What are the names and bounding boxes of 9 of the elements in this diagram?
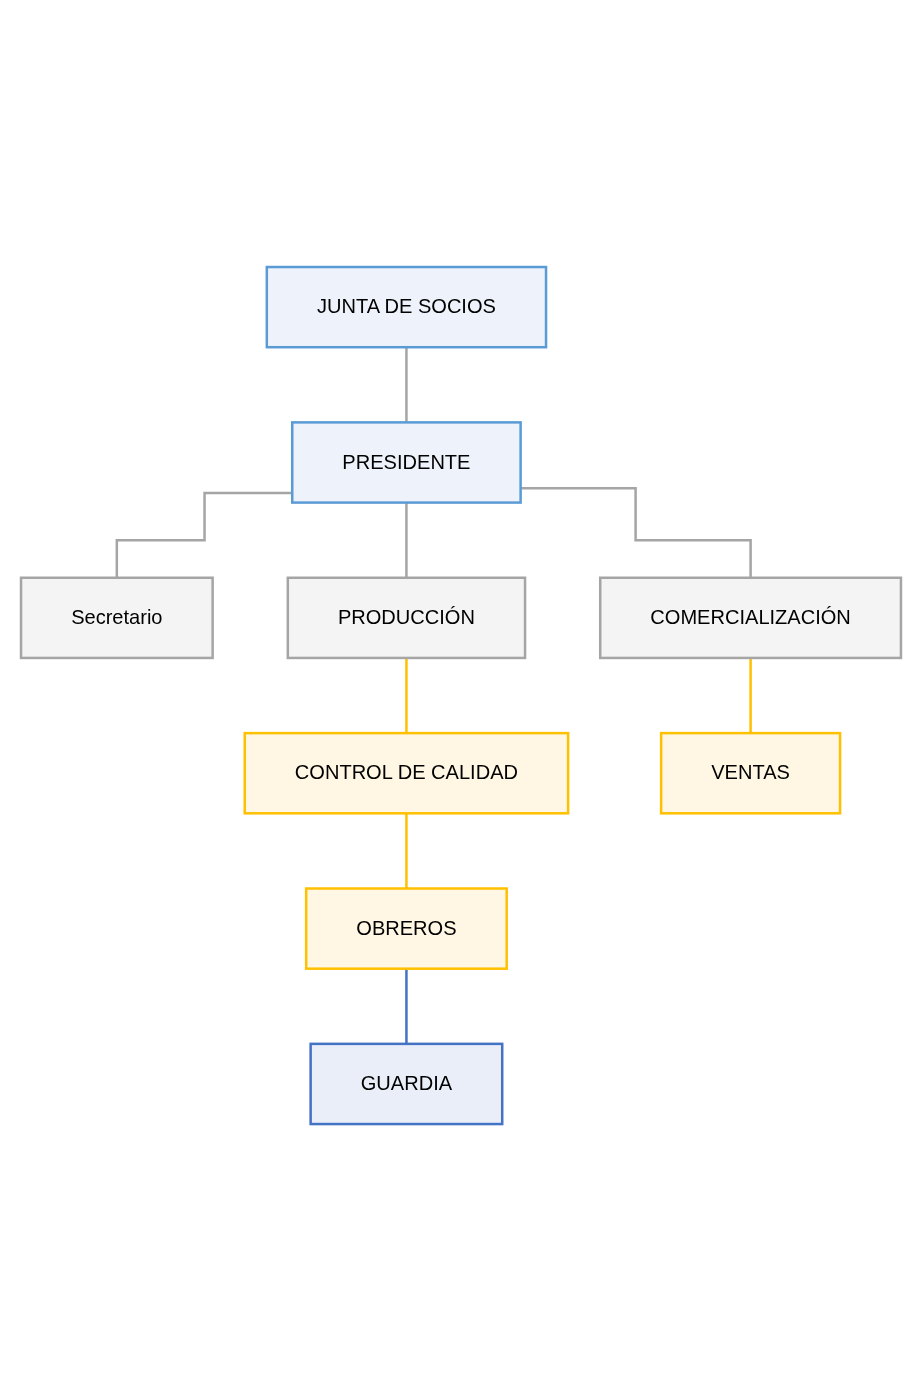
node-box: OBREROS xyxy=(304,887,508,970)
node-box: PRESIDENTE xyxy=(291,421,522,504)
node-box: GUARDIA xyxy=(309,1042,504,1126)
node-box: CONTROL DE CALIDAD xyxy=(243,731,570,815)
node-box: VENTAS xyxy=(659,731,842,815)
node-box: COMERCIALIZACIÓN xyxy=(598,576,903,660)
node-box: JUNTA DE SOCIOS xyxy=(265,265,548,349)
node-box: Secretario xyxy=(19,576,214,660)
node-box: PRODUCCIÓN xyxy=(286,576,527,660)
